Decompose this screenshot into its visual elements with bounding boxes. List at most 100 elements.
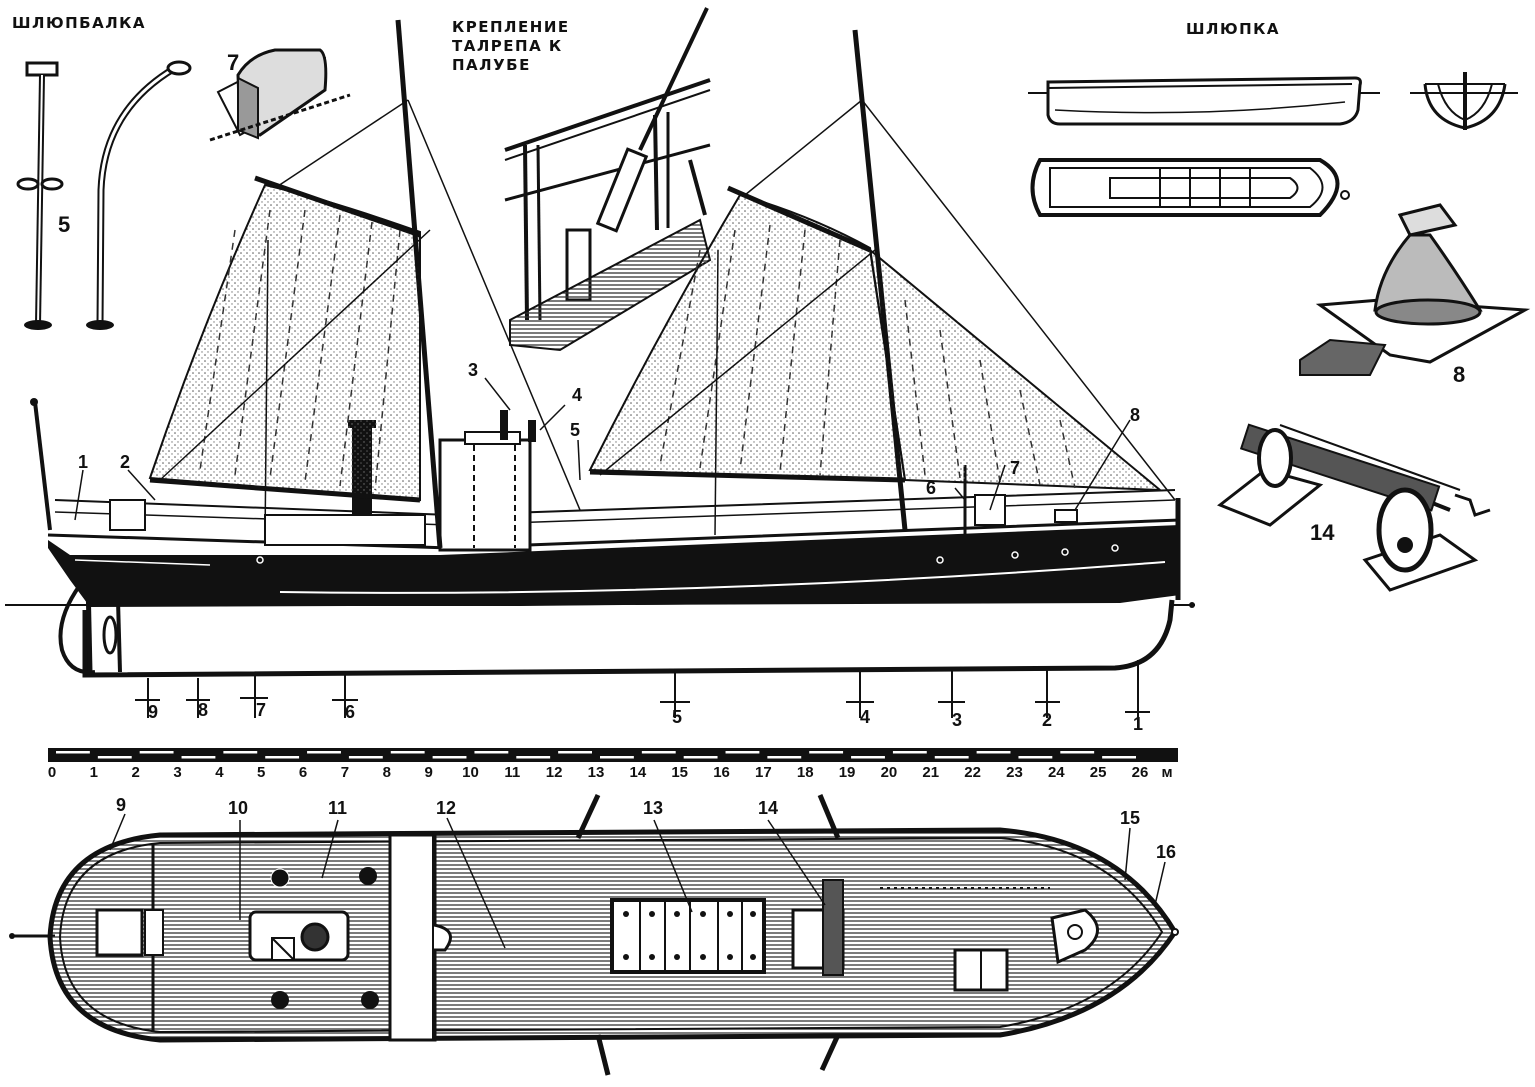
scale-tick-2: 2 [131, 764, 140, 781]
scale-segment [683, 756, 718, 759]
scale-tick-23: 23 [1006, 764, 1023, 781]
turnbuckle-title-line-3: ПАЛУБЕ [452, 56, 531, 74]
frame-station-3: 3 [952, 710, 963, 730]
scale-tick-22: 22 [964, 764, 981, 781]
turnbuckle-title: КРЕПЛЕНИЕ ТАЛРЕПА К ПАЛУБЕ [452, 18, 570, 75]
scale-tick-3: 3 [173, 764, 182, 781]
scale-tick-26: 26 [1131, 764, 1149, 781]
davit-title: ШЛЮПБАЛКА [12, 14, 147, 32]
scale-tick-9: 9 [424, 764, 433, 781]
scale-segment [934, 756, 969, 759]
scale-segment [265, 756, 300, 759]
scale-segment [474, 751, 509, 754]
lifeboat-section-view [1410, 72, 1518, 130]
side-callout-1: 1 [78, 452, 89, 472]
scale-tick-7: 7 [340, 764, 350, 781]
scale-segment [181, 756, 216, 759]
turnbuckle-title-line-1: КРЕПЛЕНИЕ [452, 18, 570, 36]
davit-curved [86, 60, 192, 330]
frame-station-7: 7 [256, 700, 267, 720]
scale-segment [558, 751, 592, 754]
deck-callout-16: 16 [1156, 842, 1177, 862]
deck-callout-9: 9 [116, 795, 127, 815]
hatch-house-detail [209, 48, 351, 142]
scale-tick-1: 1 [89, 764, 99, 781]
lifeboat-top-view [1030, 158, 1350, 217]
scale-unit: м [1161, 764, 1173, 781]
scale-tick-21: 21 [922, 764, 940, 781]
scale-segment [725, 751, 760, 754]
scale-segment [348, 756, 383, 759]
side-elevation [5, 398, 1195, 678]
scale-segment [516, 756, 551, 759]
scale-segment [976, 751, 1011, 754]
frame-station-4: 4 [860, 707, 871, 727]
turnbuckle-detail [504, 7, 712, 352]
frame-station-6: 6 [345, 702, 356, 722]
scale-tick-24: 24 [1047, 764, 1065, 781]
scale-segment [1018, 756, 1053, 759]
side-callout-5: 5 [570, 420, 581, 440]
scale-segment [390, 751, 425, 754]
frame-station-marks [135, 660, 1150, 728]
scale-segment [641, 751, 676, 754]
frame-station-5: 5 [672, 707, 683, 727]
scale-tick-25: 25 [1089, 764, 1107, 781]
turnbuckle-title-line-2: ТАЛРЕПА К [452, 37, 563, 55]
frame-station-1: 1 [1133, 714, 1144, 734]
scale-tick-4: 4 [215, 764, 224, 781]
mainsail-aft [148, 175, 421, 503]
deck-callout-leaders [109, 813, 1166, 949]
scale-segment [1060, 751, 1095, 754]
side-callout-3: 3 [468, 360, 479, 380]
scale-bar [48, 748, 1178, 762]
deck-callout-11: 11 [328, 798, 348, 818]
davit-detail-label: 5 [58, 212, 71, 237]
side-callout-6: 6 [926, 478, 937, 498]
frame-station-8: 8 [198, 700, 209, 720]
scale-tick-15: 15 [671, 764, 689, 781]
scale-segment [139, 751, 174, 754]
frame-station-9: 9 [148, 702, 159, 722]
boat-title: ШЛЮПКА [1186, 20, 1281, 38]
scale-segment [851, 756, 885, 759]
side-callout-4: 4 [572, 385, 583, 405]
scale-segment [892, 751, 927, 754]
scale-segment [767, 756, 802, 759]
scale-segment [600, 756, 634, 759]
scale-tick-19: 19 [838, 764, 856, 781]
scale-segment [1102, 756, 1136, 759]
scale-segment [97, 756, 132, 759]
scale-tick-8: 8 [382, 764, 391, 781]
scale-tick-12: 12 [545, 764, 563, 781]
windlass-detail [1217, 423, 1491, 592]
mainsail-fore [588, 185, 1163, 492]
scale-segment [56, 751, 90, 754]
scale-segment [809, 751, 844, 754]
side-callout-leaders [74, 377, 1131, 521]
scale-segment [223, 751, 258, 754]
scale-tick-6: 6 [298, 764, 308, 781]
scale-tick-13: 13 [587, 764, 605, 781]
deck-callout-10: 10 [228, 798, 249, 818]
lifeboat-side-view [1028, 76, 1380, 126]
deck-callout-12: 12 [436, 798, 457, 818]
hatch-house-detail-label: 7 [227, 50, 240, 75]
deck-plan [9, 793, 1179, 1076]
scale-segment [307, 751, 341, 754]
windlass-detail-label: 14 [1310, 520, 1335, 545]
davit-detail [16, 60, 192, 330]
capstan-detail-label: 8 [1453, 362, 1466, 387]
scale-tick-11: 11 [504, 764, 521, 781]
scale-tick-10: 10 [462, 764, 479, 781]
frame-station-2: 2 [1042, 710, 1053, 730]
scale-tick-18: 18 [796, 764, 814, 781]
capstan-detail [1299, 203, 1531, 376]
deck-callout-13: 13 [643, 798, 664, 818]
davit-straight [16, 61, 64, 330]
deck-callout-15: 15 [1120, 808, 1141, 828]
scale-tick-16: 16 [713, 764, 730, 781]
scale-tick-20: 20 [880, 764, 898, 781]
side-callout-8: 8 [1130, 405, 1141, 425]
